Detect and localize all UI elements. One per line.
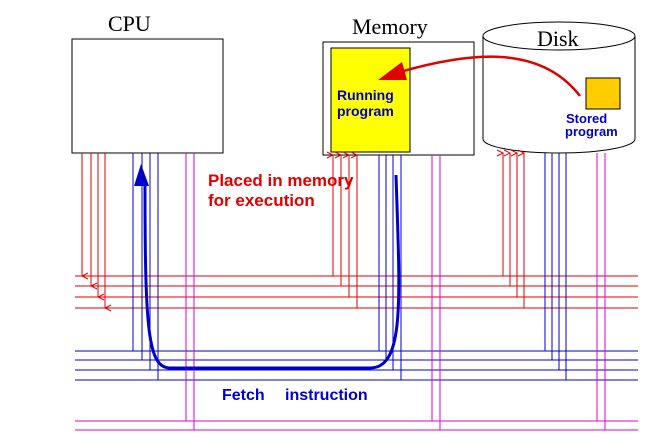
running-program-box bbox=[330, 47, 411, 153]
data-bus bbox=[75, 350, 638, 381]
load-program-arrow bbox=[399, 55, 581, 97]
memory-data-lines bbox=[378, 155, 402, 380]
load-program-arrowhead bbox=[378, 62, 407, 80]
address-bus bbox=[75, 420, 638, 431]
stored-program-label-line1: Stored bbox=[566, 111, 607, 126]
running-program-label-line1: Running bbox=[337, 87, 394, 103]
cpu-label: CPU bbox=[108, 11, 151, 36]
placed-in-memory-caption-line2: for execution bbox=[208, 191, 315, 210]
disk-label: Disk bbox=[537, 26, 579, 51]
placed-in-memory-caption-line1: Placed in memory bbox=[208, 171, 354, 190]
disk-control-lines bbox=[503, 153, 524, 308]
stored-program-box bbox=[585, 77, 621, 110]
fetch-instruction-path bbox=[143, 174, 401, 370]
running-program-label-line2: program bbox=[337, 103, 394, 119]
fetch-caption-word2: instruction bbox=[285, 387, 368, 404]
cpu-box bbox=[71, 38, 224, 154]
fetch-instruction-arrowhead bbox=[134, 164, 149, 186]
memory-control-lines bbox=[333, 155, 357, 308]
disk-data-lines bbox=[544, 153, 567, 380]
fetch-caption-word1: Fetch bbox=[222, 387, 265, 404]
stored-program-label-line2: program bbox=[565, 124, 618, 139]
disk-cylinder bbox=[482, 21, 636, 154]
memory-label: Memory bbox=[352, 14, 428, 39]
cpu-control-lines bbox=[82, 153, 105, 308]
address-lines bbox=[185, 153, 606, 430]
